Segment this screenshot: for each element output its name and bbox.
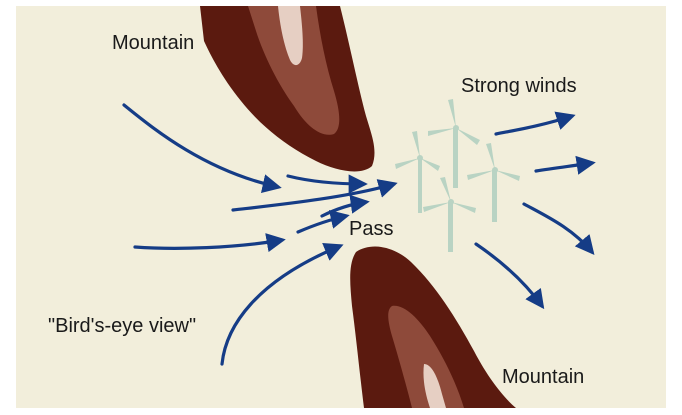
diagram-background: Mountain Strong winds Pass "Bird's-eye v… [16, 6, 666, 408]
wind-pass-illustration [16, 6, 666, 408]
label-birds-eye-view: "Bird's-eye view" [48, 316, 196, 336]
label-mountain-top: Mountain [112, 33, 194, 53]
label-mountain-bottom: Mountain [502, 367, 584, 387]
label-pass: Pass [349, 219, 393, 239]
label-strong-winds: Strong winds [461, 76, 577, 96]
